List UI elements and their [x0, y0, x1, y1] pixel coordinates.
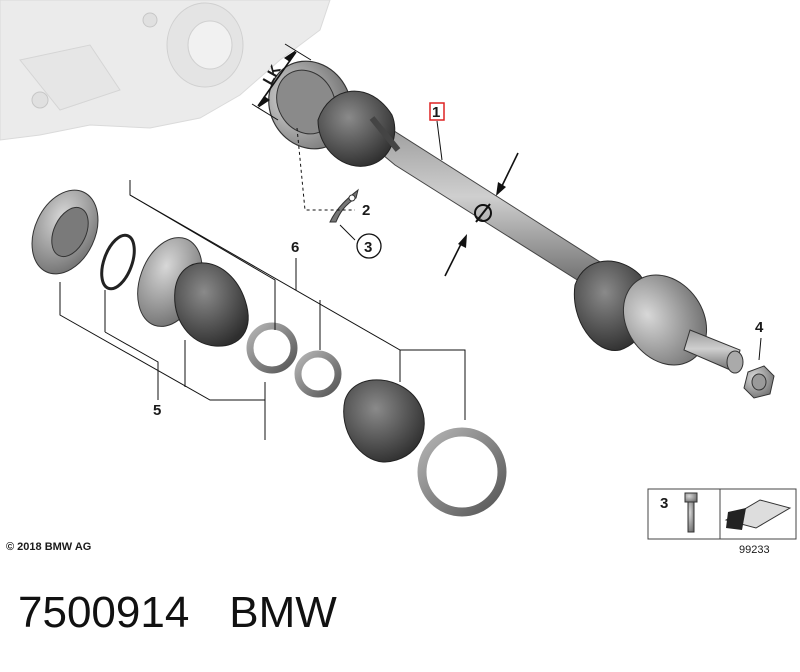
callout-1: 1	[432, 104, 440, 121]
drive-shaft	[268, 60, 744, 374]
callout-5: 5	[153, 402, 161, 419]
bolt-icon	[684, 492, 698, 533]
circlip-part-2	[329, 188, 359, 223]
callout-1-highlight	[429, 102, 445, 121]
brand-name: BMW	[229, 588, 337, 637]
footer: 7500914 BMW	[18, 588, 337, 638]
legend-box: 3	[647, 488, 797, 540]
callout-6: 6	[291, 239, 299, 256]
copyright-text: © 2018 BMW AG	[6, 541, 92, 553]
nut-part-4	[743, 365, 775, 399]
repair-kit-part-6	[246, 322, 507, 517]
part-number: 7500914	[18, 588, 190, 637]
callout-4: 4	[755, 319, 764, 336]
tool-arrow-icon	[724, 499, 792, 530]
callout-3-circle	[356, 233, 382, 259]
callout-3: 3	[364, 239, 372, 256]
legend-ref: 99233	[739, 544, 770, 556]
legend-number: 3	[660, 495, 668, 512]
transmission-housing	[0, 0, 331, 141]
repair-kit-part-5	[31, 189, 249, 347]
callout-2: 2	[362, 202, 370, 219]
